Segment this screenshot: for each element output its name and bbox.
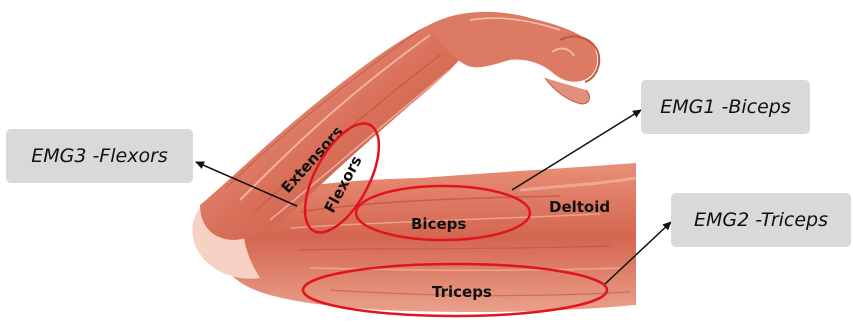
emg1-callout-label: EMG1 -Biceps [660, 96, 791, 118]
emg3-callout-label: EMG3 -Flexors [31, 145, 168, 167]
biceps-label: Biceps [411, 215, 466, 233]
emg2-callout-label: EMG2 -Triceps [694, 209, 828, 231]
deltoid-label: Deltoid [549, 198, 610, 216]
triceps-label: Triceps [432, 283, 492, 301]
emg3-callout: EMG3 -Flexors [6, 129, 193, 183]
emg2-callout: EMG2 -Triceps [671, 193, 851, 247]
emg1-callout: EMG1 -Biceps [641, 80, 810, 134]
